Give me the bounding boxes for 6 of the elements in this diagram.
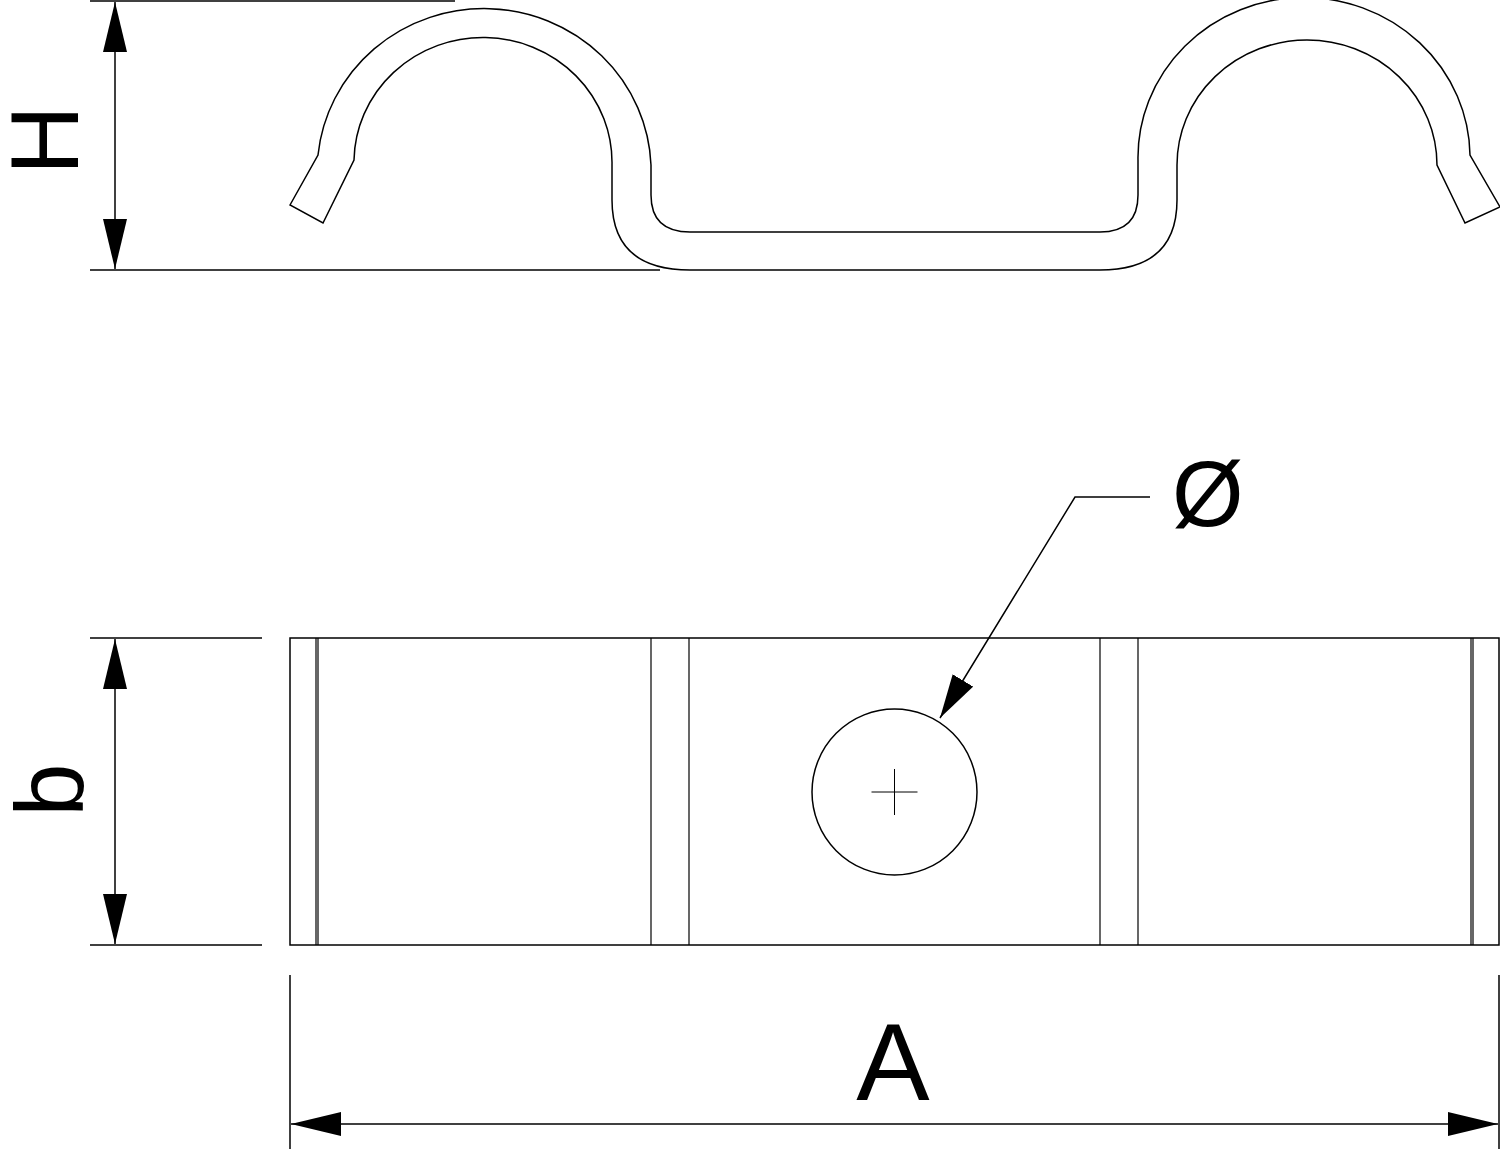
mounting-hole [811,708,978,876]
dimension-label: b [2,763,98,817]
dimension-label: H [0,105,93,175]
dimension-label: A [856,1007,930,1117]
diameter-label: Ø [1172,448,1244,540]
leader-line [939,496,1151,719]
